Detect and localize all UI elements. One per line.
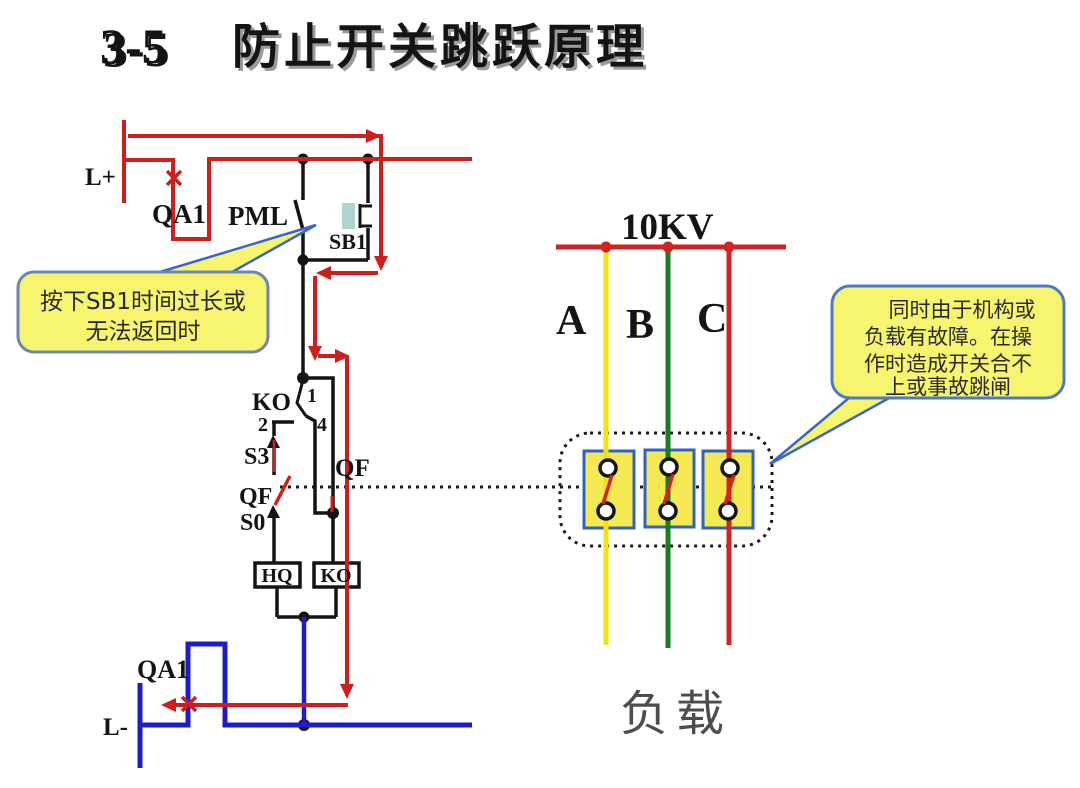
pml-contact-arm [293,199,305,231]
pole-a-blade [601,474,614,505]
left-callout-line2: 无法返回时 [86,319,201,345]
slide-title: 3-5 防止开关跳跃原理 3-5 防止开关跳跃原理 [100,18,651,78]
right-callout-line4: 上或事故跳闸 [885,375,1011,399]
pole-b-blade [662,473,675,505]
label-qa1-top: QA1 [152,199,206,229]
right-callout-line3: 作时造成开关合不 [864,352,1032,376]
label-load: 负载 [620,686,732,742]
pole-c-blade [723,474,736,505]
labels: L+ QA1 PML SB1 KO 1 2 4 S3 QF S0 QF HQ K… [85,164,732,742]
node-ko-coil [327,507,339,519]
pole-b-top-terminal [659,457,679,477]
right-callout-line1: 同时由于机构或 [889,298,1036,322]
label-terminal-1: 1 [307,385,317,407]
label-ko-coil: KO [320,565,351,587]
l-minus-waveform [137,617,472,768]
label-phase-c: C [697,296,727,342]
label-terminal-2: 2 [258,414,268,436]
pole-a-top-terminal [598,458,618,478]
label-hq-coil: HQ [261,565,292,587]
red-arrowheads [161,129,388,712]
label-10kv: 10KV [621,207,714,248]
s0-contact-tip [267,505,280,518]
qa1-waveform-bus [124,157,472,241]
pole-b-bottom-terminal [658,501,678,521]
power-lines [556,241,786,648]
ko-terminal-4-branch [305,414,333,515]
left-callout-bubble [16,270,270,354]
label-s3: S3 [244,444,269,470]
breaker-enclosure [558,431,774,548]
title-prefix-shadow: 3-5 [103,21,170,77]
title-text-shadow: 防止开关跳跃原理 [235,22,651,78]
bus-node-a [600,241,612,253]
right-callout-line2: 负载有故障。在操 [864,325,1032,349]
arrowhead-right-top [366,129,381,143]
x-mark-l-minus [180,695,198,713]
arrowhead-down-node1 [308,346,322,361]
label-pml: PML [228,201,288,231]
right-callout-tail [769,390,905,466]
breaker-contacts [596,457,740,521]
label-terminal-4: 4 [317,414,327,436]
bus-node-b [662,241,674,253]
sb1-button-symbol [358,204,372,228]
arrowhead-down-bottom [340,684,354,699]
label-phase-a: A [556,298,587,344]
pole-c-top-terminal [720,458,740,478]
arrowhead-down-sb1 [374,256,388,271]
label-sb1: SB1 [329,229,367,254]
label-l-plus: L+ [85,164,116,191]
hq-coil-box [253,561,302,589]
right-callout-bubble [830,284,1066,400]
qf-contact-blade [273,475,292,506]
title-prefix: 3-5 [100,18,167,74]
pole-a-bottom-terminal [596,501,616,521]
label-s0: S0 [240,510,265,536]
x-mark-qa1 [165,169,183,187]
arrowhead-right-mid [335,349,350,363]
label-qf-right: QF [335,455,370,482]
arrowhead-left-bottom [161,698,176,712]
node-terminal-1 [297,372,309,384]
label-ko-contact: KO [252,389,291,416]
ko-coil-box [312,561,361,589]
l-minus-bus-pulse [140,641,472,728]
label-phase-b: B [626,302,654,348]
pole-c-bottom-terminal [718,501,738,521]
left-callout-line1: 按下SB1时间过长或 [40,289,246,315]
title-text: 防止开关跳跃原理 [232,19,648,75]
bus-node-c [723,241,735,253]
ko-contact-arm [295,379,308,417]
right-callout: 同时由于机构或 负载有故障。在操 作时造成开关合不 上或事故跳闸 [769,284,1066,466]
node-parallel-bottom [297,254,309,266]
label-qa1-bottom: QA1 [137,655,189,684]
label-qf-left: QF [239,484,272,510]
arrowhead-left-mid [316,266,331,280]
label-l-minus: L- [103,714,128,741]
left-callout: 按下SB1时间过长或 无法返回时 [16,223,317,354]
sb1-button-pad [342,203,355,229]
